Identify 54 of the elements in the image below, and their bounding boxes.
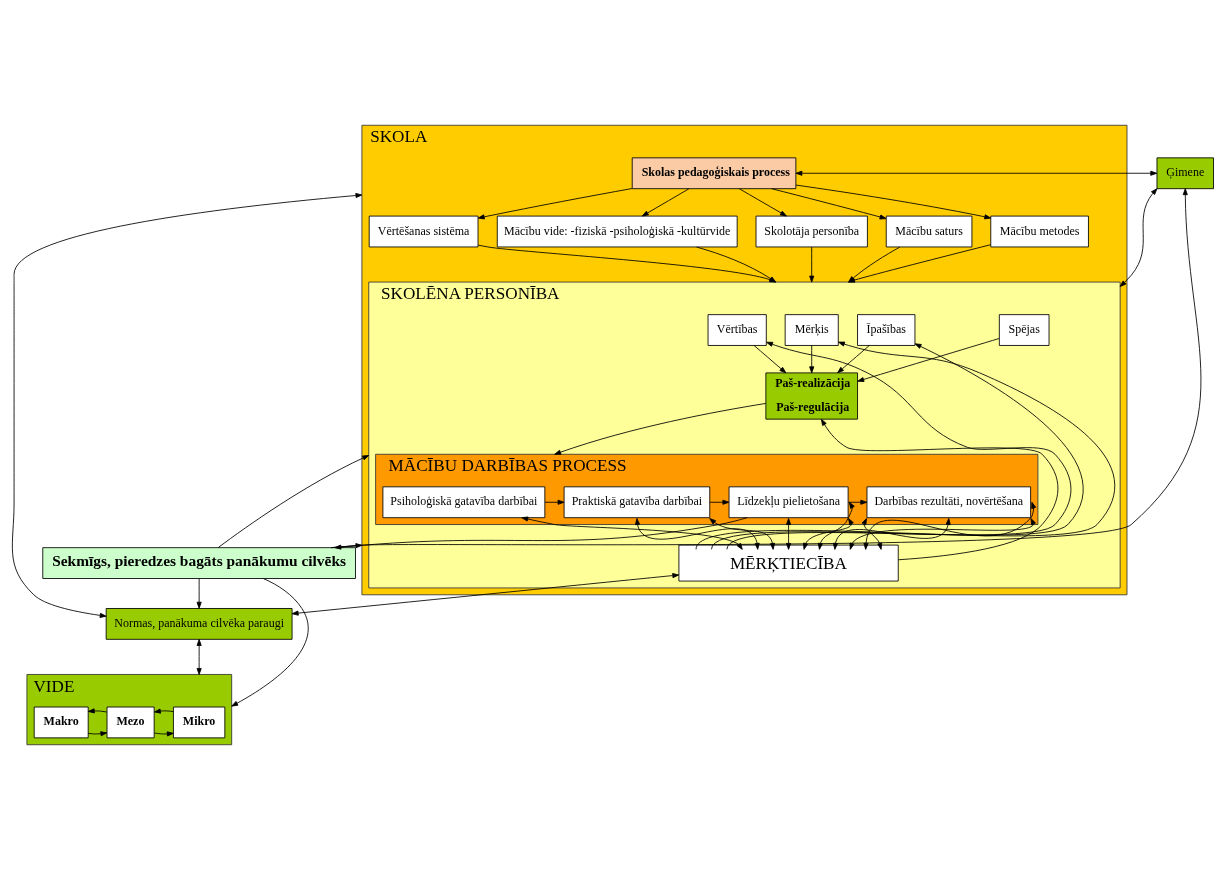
arrow <box>817 501 855 550</box>
node-box: Mikro <box>173 706 226 739</box>
node-box: Paš-realizācija Paš-regulācija <box>765 372 858 420</box>
node-box: Skolotāja personība <box>755 215 868 248</box>
arrow <box>809 345 815 374</box>
node-box: Skolas pedagoģiskais process <box>631 157 797 190</box>
arrow <box>635 518 760 550</box>
arrow <box>795 170 1158 176</box>
arrow <box>832 518 951 550</box>
arrow <box>231 578 309 707</box>
arrow <box>771 188 887 220</box>
node-box: Ģimene <box>1156 157 1214 190</box>
node-box: Mācību saturs <box>885 215 973 248</box>
node-box: Makro <box>33 706 89 739</box>
node-box: Īpašības <box>857 314 916 346</box>
node-box: Psiholoģiskā gatavība darbībai <box>382 486 546 519</box>
node-box: Spējas <box>998 314 1050 346</box>
arrow <box>154 731 174 737</box>
arrow <box>795 184 992 220</box>
arrow <box>641 188 690 217</box>
arrow <box>753 345 787 374</box>
arrow <box>554 403 767 455</box>
arrow <box>87 708 108 714</box>
node-box: Normas, panākuma cilvēka paraugi <box>105 608 293 640</box>
arrow <box>87 731 108 737</box>
node-box: Vērtēšanas sistēma <box>368 215 479 248</box>
arrow <box>196 578 202 609</box>
arrow <box>863 501 1037 550</box>
arrow <box>739 188 787 217</box>
node-box: Mācību vide: -fiziskā -psiholoģiskā -kultūrvide <box>496 215 738 248</box>
arrow <box>849 518 1036 550</box>
arrow <box>803 518 854 550</box>
arrow <box>837 345 870 374</box>
arrow <box>820 418 1059 561</box>
arrow <box>857 338 1000 382</box>
arrow <box>196 639 202 675</box>
arrow <box>477 188 633 220</box>
arrow <box>521 516 743 550</box>
arrow <box>1119 188 1158 287</box>
node-box: Praktiskā gatavība darbībai <box>563 486 711 519</box>
node-box: Mācību metodes <box>990 215 1089 248</box>
arrow <box>11 192 363 618</box>
arrow <box>154 708 174 714</box>
arrow <box>861 518 883 550</box>
node-box: Vērtības <box>707 314 767 346</box>
node-box: Mērķis <box>784 314 839 346</box>
arrow <box>291 573 680 616</box>
arrow <box>544 499 565 505</box>
arrow <box>709 499 730 505</box>
arrow <box>847 499 868 505</box>
node-box: Mezo <box>106 706 155 739</box>
node-box: Darbības rezultāti, novērtēšana <box>866 486 1032 519</box>
arrow <box>809 246 815 283</box>
node-box: Līdzekļu pielietošana <box>728 486 849 519</box>
